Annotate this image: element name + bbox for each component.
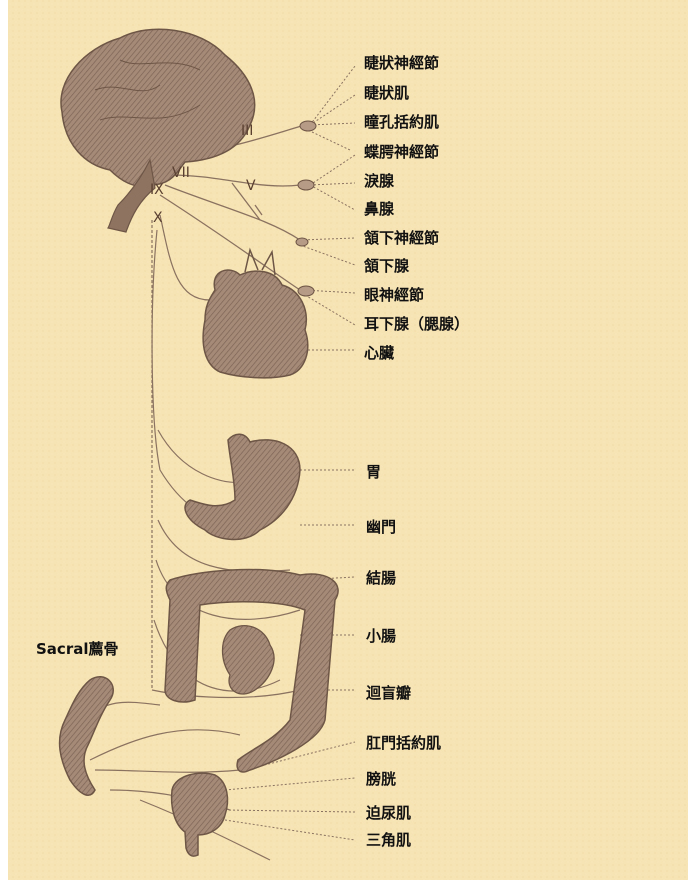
label-colon: 結腸: [366, 569, 396, 587]
label-bladder: 膀胱: [366, 770, 396, 788]
label-detrusor: 迫尿肌: [366, 804, 411, 822]
label-heart: 心臟: [364, 344, 394, 362]
nerve-label-v: V: [246, 178, 256, 194]
label-ciliary-muscle: 睫狀肌: [364, 84, 409, 102]
label-pylorus: 幽門: [366, 518, 396, 536]
label-submandibular-ganglion: 頷下神經節: [364, 229, 439, 247]
label-sacral: Sacral薦骨: [36, 640, 118, 658]
heart: [203, 270, 308, 378]
label-stomach: 胃: [366, 463, 381, 481]
sacrum: [60, 677, 114, 795]
small-intestine: [223, 626, 275, 694]
label-sphenopalatine-ganglion: 蝶腭神經節: [364, 143, 439, 161]
label-pupil-sphincter: 瞳孔括約肌: [364, 113, 439, 131]
bladder: [172, 773, 228, 856]
label-ciliary-ganglion: 睫狀神經節: [364, 54, 439, 72]
label-submandibular-gland: 頷下腺: [364, 257, 409, 275]
stomach: [185, 434, 300, 539]
nerve-label-ix: IX: [150, 182, 164, 198]
ganglia: [296, 121, 316, 296]
label-ileocecal-valve: 迴盲瓣: [366, 684, 411, 702]
brain: [61, 29, 255, 186]
label-otic-ganglion: 眼神經節: [364, 286, 424, 304]
label-small-intestine: 小腸: [366, 627, 396, 645]
label-anal-sphincter: 肛門括約肌: [366, 734, 441, 752]
nerve-label-iii: III: [241, 123, 253, 139]
nerve-label-x: X: [153, 210, 163, 226]
label-lacrimal-gland: 淚腺: [364, 172, 394, 190]
nerve-label-vii: VII: [172, 165, 190, 181]
label-nasal-gland: 鼻腺: [364, 200, 394, 218]
label-trigone: 三角肌: [366, 831, 411, 849]
label-parotid-gland: 耳下腺（腮腺）: [364, 315, 469, 333]
